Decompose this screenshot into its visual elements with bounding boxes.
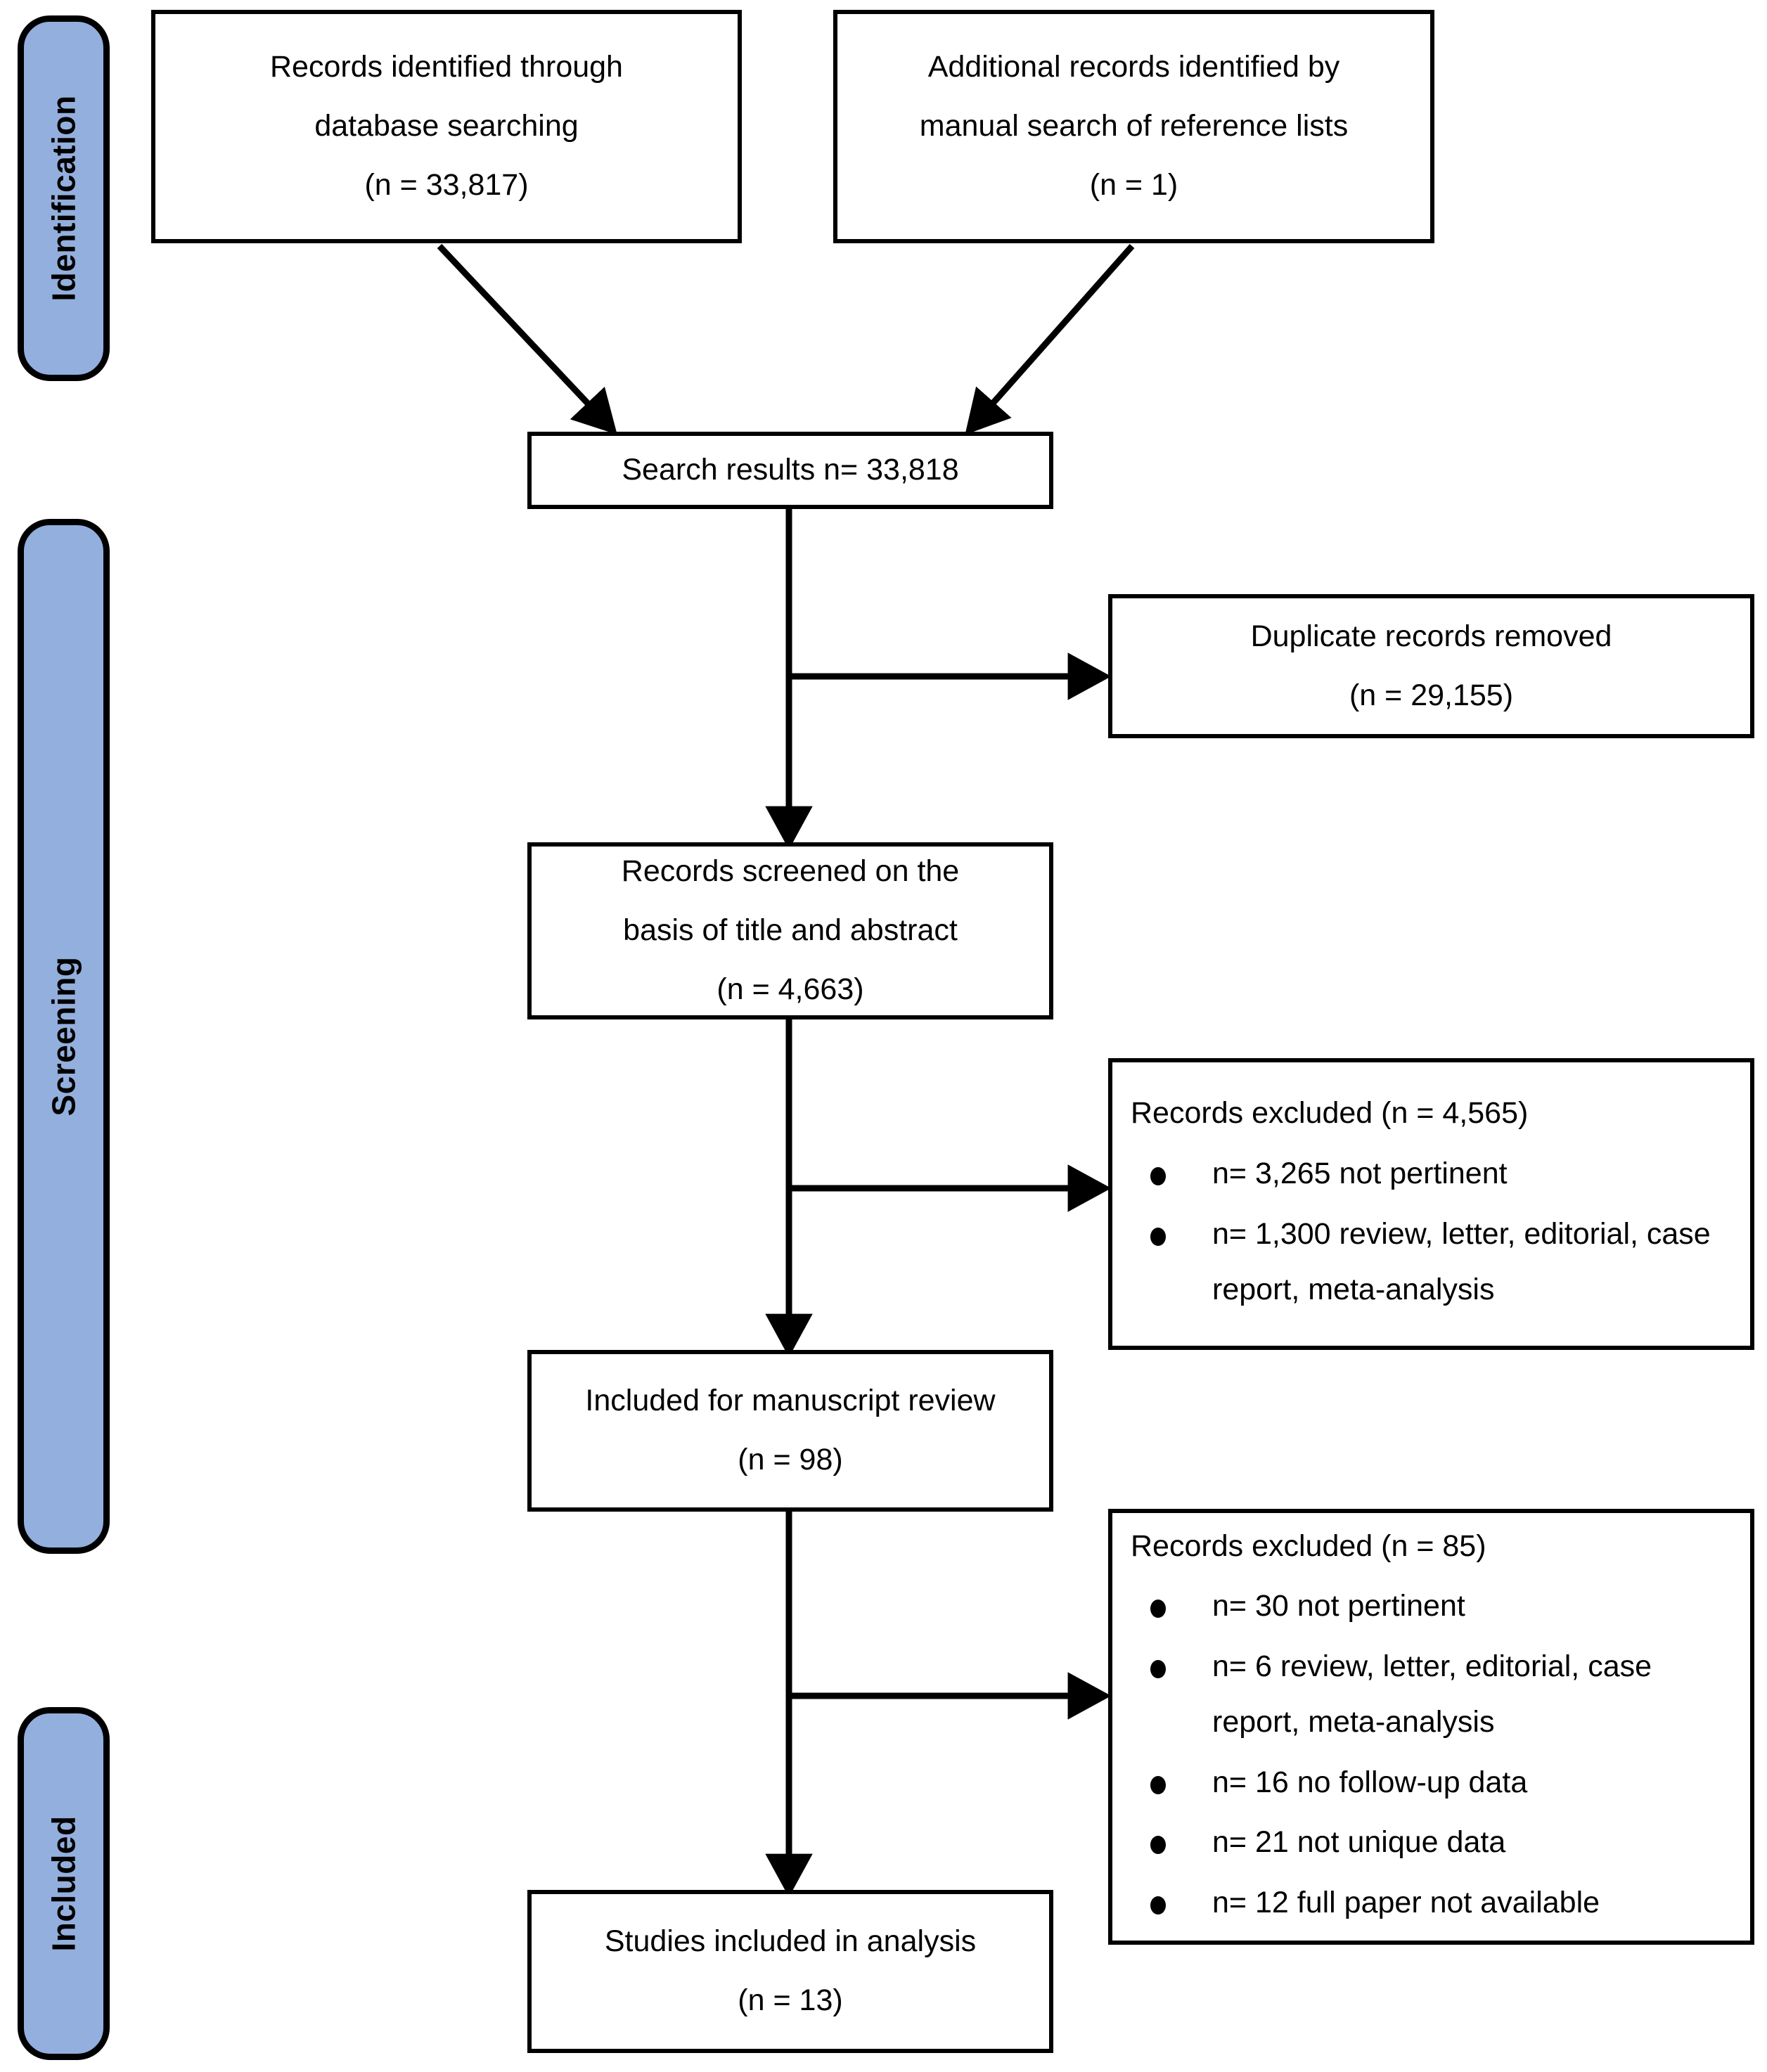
arrow-db-to-results: [437, 243, 617, 435]
list-item-label: n= 16 no follow-up data: [1212, 1765, 1528, 1799]
node-line: Included for manuscript review: [585, 1384, 996, 1418]
phase-label-identification: Identification: [45, 95, 82, 302]
node-line: (n = 98): [738, 1443, 843, 1476]
excluded-screening-list: n= 3,265 not pertinent n= 1,300 review, …: [1131, 1146, 1735, 1323]
node-additional-records-manual: Additional records identified by manual …: [833, 10, 1434, 243]
bullet-icon: [1150, 1775, 1166, 1794]
node-line: manual search of reference lists: [919, 109, 1349, 143]
node-line: (n = 1): [1089, 167, 1178, 202]
list-item-label: n= 21 not unique data: [1212, 1825, 1506, 1860]
node-duplicate-records-removed: Duplicate records removed (n = 29,155): [1108, 594, 1754, 738]
node-records-excluded-fulltext: Records excluded (n = 85) n= 30 not pert…: [1108, 1509, 1754, 1945]
bullet-icon: [1150, 1166, 1166, 1185]
node-line: Studies included in analysis: [604, 1924, 977, 1959]
node-records-screened: Records screened on the basis of title a…: [527, 842, 1053, 1019]
list-item: n= 16 no follow-up data: [1131, 1755, 1735, 1811]
excluded-fulltext-title: Records excluded (n = 85): [1131, 1529, 1486, 1563]
node-records-identified-database: Records identified through database sear…: [151, 10, 742, 243]
phase-bar-screening: Screening: [18, 519, 110, 1554]
node-line: Search results n= 33,818: [622, 453, 959, 487]
bullet-icon: [1150, 1227, 1166, 1246]
node-line: (n = 33,817): [364, 167, 529, 202]
list-item-label: n= 12 full paper not available: [1212, 1885, 1600, 1919]
list-item: n= 3,265 not pertinent: [1131, 1146, 1735, 1202]
bullet-icon: [1150, 1600, 1166, 1619]
excluded-screening-title: Records excluded (n = 4,565): [1131, 1096, 1529, 1131]
arrow-manual-to-results: [965, 244, 1135, 435]
list-item-label: n= 3,265 not pertinent: [1212, 1156, 1508, 1190]
node-studies-included-analysis: Studies included in analysis (n = 13): [527, 1890, 1053, 2053]
node-line: basis of title and abstract: [623, 913, 958, 948]
node-line: Duplicate records removed: [1250, 619, 1612, 653]
node-line: Records identified through: [270, 50, 623, 84]
phase-label-screening: Screening: [45, 956, 82, 1117]
list-item: n= 21 not unique data: [1131, 1815, 1735, 1871]
bullet-icon: [1150, 1896, 1166, 1915]
phase-bar-included: Included: [18, 1707, 110, 2060]
node-line: (n = 4,663): [717, 972, 864, 1006]
list-item: n= 30 not pertinent: [1131, 1578, 1735, 1635]
node-line: Records screened on the: [621, 854, 960, 889]
list-item: n= 6 review, letter, editorial, case rep…: [1131, 1639, 1735, 1751]
bullet-icon: [1150, 1659, 1166, 1678]
node-included-manuscript-review: Included for manuscript review (n = 98): [527, 1350, 1053, 1512]
phase-bar-identification: Identification: [18, 15, 110, 381]
list-item: n= 12 full paper not available: [1131, 1875, 1735, 1931]
node-line: (n = 29,155): [1349, 678, 1514, 712]
node-records-excluded-screening: Records excluded (n = 4,565) n= 3,265 no…: [1108, 1058, 1754, 1350]
node-line: database searching: [314, 109, 579, 143]
phase-label-included: Included: [45, 1815, 82, 1952]
list-item-label: n= 30 not pertinent: [1212, 1589, 1465, 1623]
list-item: n= 1,300 review, letter, editorial, case…: [1131, 1206, 1735, 1318]
list-item-label: n= 1,300 review, letter, editorial, case…: [1212, 1216, 1711, 1307]
list-item-label: n= 6 review, letter, editorial, case rep…: [1212, 1649, 1652, 1739]
node-line: Additional records identified by: [927, 50, 1340, 84]
bullet-icon: [1150, 1836, 1166, 1855]
node-line: (n = 13): [738, 1983, 843, 2017]
excluded-fulltext-list: n= 30 not pertinent n= 6 review, letter,…: [1131, 1578, 1735, 1935]
node-search-results: Search results n= 33,818: [527, 432, 1053, 509]
